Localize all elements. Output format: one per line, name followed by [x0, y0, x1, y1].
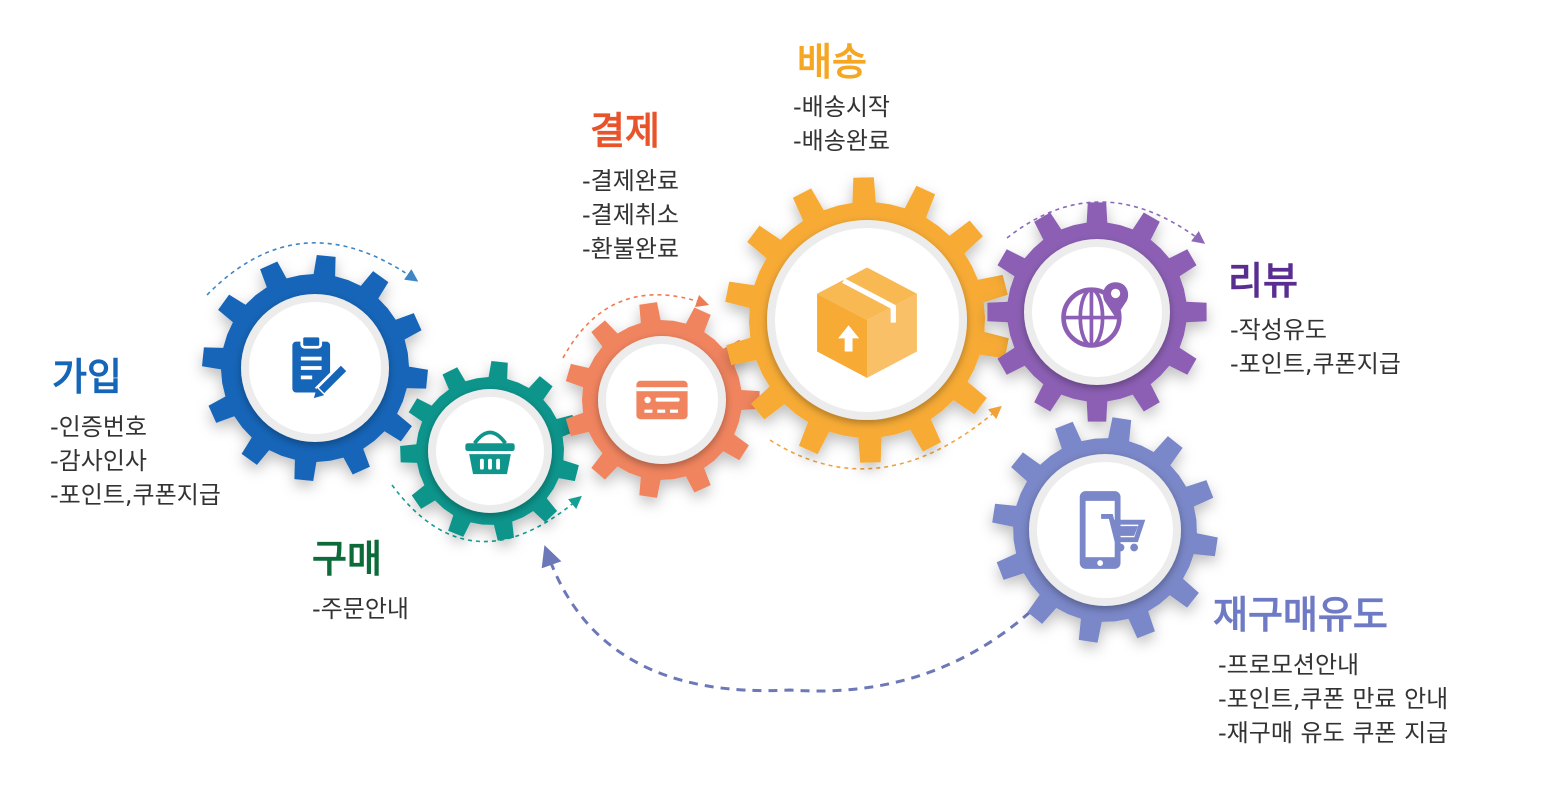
stage-items-review: -작성유도 -포인트,쿠폰지급 — [1230, 313, 1401, 381]
stage-items-rebuy: -프로모션안내 -포인트,쿠폰 만료 안내 -재구매 유도 쿠폰 지급 — [1218, 648, 1448, 750]
stage-item: -인증번호 — [50, 413, 147, 441]
stage-title-purchase: 구매 — [312, 537, 382, 581]
stage-item: -프로모션안내 — [1218, 651, 1360, 679]
stage-item: -결제완료 — [582, 167, 679, 195]
stage-item: -포인트,쿠폰 만료 안내 — [1218, 685, 1449, 713]
stage-item: -작성유도 — [1230, 316, 1327, 344]
flow-arrow-rebuy-return — [541, 545, 1031, 693]
stage-item: -배송시작 — [793, 93, 890, 121]
gear-purchase — [400, 361, 579, 541]
gear-hub — [1032, 247, 1162, 377]
flow-arrow-delivery — [769, 405, 1002, 470]
flow-arrow-payment — [562, 294, 710, 359]
stage-items-payment: -결제완료 -결제취소 -환불완료 — [582, 164, 679, 266]
stage-item: -감사인사 — [50, 447, 147, 475]
shopping-basket-icon — [465, 430, 515, 475]
gear-rebuy — [992, 417, 1218, 643]
flow-arrow-signup — [206, 242, 419, 296]
gear-review — [987, 202, 1207, 422]
clipboard-pen-icon — [292, 334, 351, 399]
stage-item: -포인트,쿠폰지급 — [50, 481, 221, 509]
stage-title-payment: 결제 — [590, 109, 660, 153]
stage-title-review: 리뷰 — [1228, 259, 1298, 303]
stage-item: -결제취소 — [582, 201, 679, 229]
credit-card-icon — [636, 380, 688, 420]
stage-items-purchase: -주문안내 — [312, 592, 409, 626]
stage-item: -배송완료 — [793, 127, 890, 155]
stage-item: -환불완료 — [582, 235, 679, 263]
mobile-cart-icon — [1079, 491, 1146, 569]
stage-items-signup: -인증번호 -감사인사 -포인트,쿠폰지급 — [50, 410, 221, 512]
stage-items-delivery: -배송시작 -배송완료 — [793, 90, 890, 158]
stage-item: -포인트,쿠폰지급 — [1230, 350, 1401, 378]
gear-delivery — [725, 177, 1009, 463]
stage-item: -재구매 유도 쿠폰 지급 — [1218, 719, 1449, 747]
flow-arrow-purchase — [391, 484, 582, 543]
stage-title-rebuy: 재구매유도 — [1213, 593, 1388, 637]
gear-signup — [202, 255, 428, 481]
gear-payment — [565, 302, 760, 498]
package-box-icon — [817, 267, 917, 378]
stage-title-signup: 가입 — [52, 355, 122, 399]
stage-item: -주문안내 — [312, 595, 409, 623]
globe-pin-icon — [1061, 258, 1129, 348]
stage-title-delivery: 배송 — [797, 40, 867, 84]
